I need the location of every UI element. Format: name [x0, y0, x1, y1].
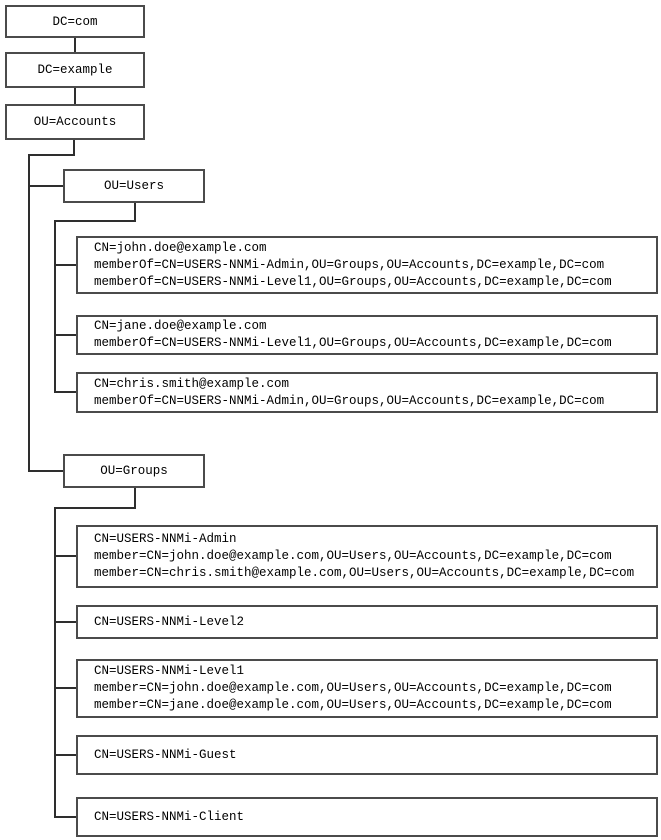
- entry-dn-line: CN=USERS-NNMi-Level2: [94, 614, 245, 629]
- connector-groups-trunk: [54, 507, 56, 818]
- connector-accounts-drop: [73, 139, 75, 156]
- connector-dccom-dcexample: [74, 37, 76, 53]
- connector-groups-elbow: [54, 507, 136, 509]
- connector-stub-level1: [54, 687, 78, 689]
- node-group-level1: CN=USERS-NNMi-Level1 member=CN=john.doe@…: [76, 659, 658, 718]
- entry-memberof-line: memberOf=CN=USERS-NNMi-Level1,OU=Groups,…: [94, 336, 612, 350]
- node-label: DC=com: [52, 14, 98, 29]
- connector-stub-client: [54, 816, 78, 818]
- node-group-admin: CN=USERS-NNMi-Admin member=CN=john.doe@e…: [76, 525, 658, 588]
- entry-dn-line: CN=chris.smith@example.com: [94, 376, 290, 391]
- entry-memberof-line: memberOf=CN=USERS-NNMi-Level1,OU=Groups,…: [94, 274, 612, 289]
- connector-stub-chris: [54, 391, 78, 393]
- connector-dcexample-accounts: [74, 87, 76, 105]
- node-label: OU=Accounts: [33, 115, 117, 129]
- connector-stub-ou-groups: [28, 470, 65, 472]
- node-label: OU=Groups: [100, 464, 168, 478]
- node-label: DC=example: [37, 63, 113, 77]
- entry-member-line: member=CN=john.doe@example.com,OU=Users,…: [94, 549, 612, 563]
- entry-memberof-line: memberOf=CN=USERS-NNMi-Admin,OU=Groups,O…: [94, 257, 605, 272]
- connector-accounts-elbow: [28, 154, 75, 156]
- entry-member-line: member=CN=john.doe@example.com,OU=Users,…: [94, 681, 612, 695]
- node-group-guest: CN=USERS-NNMi-Guest: [76, 735, 658, 775]
- connector-stub-guest: [54, 754, 78, 756]
- connector-users-trunk: [54, 220, 56, 393]
- node-user-chris: CN=chris.smith@example.com memberOf=CN=U…: [76, 372, 658, 413]
- node-dc-com: DC=com: [5, 5, 145, 38]
- entry-dn-line: CN=USERS-NNMi-Level1: [94, 664, 245, 678]
- connector-stub-jane: [54, 334, 78, 336]
- node-user-john: CN=john.doe@example.com memberOf=CN=USER…: [76, 236, 658, 294]
- entry-dn-line: CN=USERS-NNMi-Guest: [94, 747, 237, 762]
- node-label: OU=Users: [103, 179, 164, 193]
- node-ou-users: OU=Users: [63, 169, 205, 203]
- entry-dn-line: CN=USERS-NNMi-Client: [94, 809, 245, 824]
- node-ou-accounts: OU=Accounts: [5, 104, 145, 140]
- node-dc-example: DC=example: [5, 52, 145, 88]
- entry-memberof-line: memberOf=CN=USERS-NNMi-Admin,OU=Groups,O…: [94, 393, 605, 408]
- entry-member-line: member=CN=jane.doe@example.com,OU=Users,…: [94, 698, 612, 712]
- node-group-client: CN=USERS-NNMi-Client: [76, 797, 658, 837]
- connector-users-elbow: [54, 220, 136, 222]
- entry-member-line: member=CN=chris.smith@example.com,OU=Use…: [94, 566, 635, 580]
- node-ou-groups: OU=Groups: [63, 454, 205, 488]
- entry-dn-line: CN=john.doe@example.com: [94, 240, 267, 255]
- node-group-level2: CN=USERS-NNMi-Level2: [76, 605, 658, 639]
- connector-stub-john: [54, 264, 78, 266]
- connector-users-drop: [134, 202, 136, 222]
- connector-stub-admin: [54, 555, 78, 557]
- connector-groups-drop: [134, 487, 136, 509]
- node-user-jane: CN=jane.doe@example.com memberOf=CN=USER…: [76, 315, 658, 355]
- connector-stub-ou-users: [28, 185, 65, 187]
- entry-dn-line: CN=USERS-NNMi-Admin: [94, 532, 237, 546]
- entry-dn-line: CN=jane.doe@example.com: [94, 319, 267, 333]
- connector-main-trunk: [28, 154, 30, 472]
- connector-stub-level2: [54, 621, 78, 623]
